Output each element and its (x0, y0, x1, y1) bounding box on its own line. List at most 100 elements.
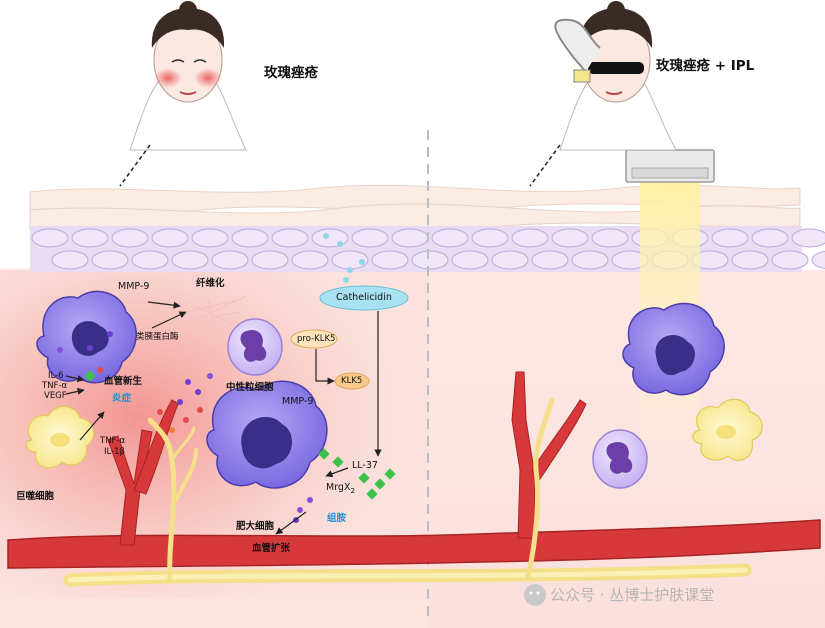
label-vegf: VEGF (44, 391, 67, 401)
title-rosacea-ipl: 玫瑰痤疮 + IPL (656, 58, 755, 74)
epidermal-cell (251, 250, 289, 270)
epidermal-cell (131, 250, 169, 270)
label-tnfa-bottom: TNF-α (100, 436, 126, 446)
epidermal-cell (471, 228, 509, 248)
granule-dot (183, 417, 189, 423)
epidermal-cell (271, 228, 309, 248)
epidermal-cell (531, 250, 569, 270)
granule-dot (297, 507, 303, 513)
label-neutrophil: 中性粒细胞 (226, 382, 274, 393)
label-tnfa-top: TNF-α (42, 381, 68, 391)
granule-dot (197, 407, 203, 413)
cathelicidin-node (319, 285, 409, 311)
granule-dot (157, 409, 163, 415)
epidermal-cell (351, 228, 389, 248)
granule-dot (359, 259, 365, 265)
granule-dot (87, 345, 93, 351)
label-mrgx2-sub: 2 (350, 486, 355, 495)
epidermal-cell (111, 228, 149, 248)
nerve-fiber (63, 397, 752, 587)
macrophage-left (25, 405, 95, 469)
label-fibrosis: 纤维化 (196, 278, 225, 289)
epidermal-cell (711, 228, 749, 248)
granule-dot (307, 497, 313, 503)
epidermal-cell (811, 250, 825, 270)
ll37-granule (332, 456, 344, 468)
ll37-granule (366, 488, 378, 500)
ll37-granule (384, 468, 396, 480)
epidermal-cell (511, 228, 549, 248)
epidermal-cell (411, 250, 449, 270)
wechat-icon (524, 584, 546, 606)
label-mrgx2: MrgX2 (326, 483, 355, 495)
epidermal-cell (771, 250, 809, 270)
klk5-node (334, 372, 370, 390)
epidermal-cell (71, 228, 109, 248)
label-collagenase: 类胰蛋白酶 (136, 332, 179, 342)
label-ll37: LL-37 (352, 460, 378, 471)
epidermal-cell (31, 228, 69, 248)
granule-dot (207, 373, 213, 379)
label-mmp9-top: MMP-9 (118, 281, 150, 292)
epidermal-cell (171, 250, 209, 270)
ll37-granule (318, 448, 330, 460)
epidermal-cell (591, 228, 629, 248)
granule-dot (343, 277, 349, 283)
label-il6: IL-6 (48, 371, 64, 381)
granule-dots (57, 233, 396, 523)
label-cathelicidin: Cathelicidin (336, 292, 392, 303)
epidermal-cell (391, 228, 429, 248)
granule-dot (97, 367, 103, 373)
pathway-arrows (65, 301, 382, 535)
face-rosacea-ipl (529, 1, 677, 187)
fibrosis-fibers (185, 295, 247, 327)
epidermal-cell (491, 250, 529, 270)
epidermal-cell (371, 250, 409, 270)
granule-dot (185, 379, 191, 385)
granule-dot (177, 399, 183, 405)
watermark-text: 公众号 · 丛博士护肤课堂 (550, 586, 715, 604)
pro-klk5-node (290, 329, 338, 349)
ll37-granule (358, 472, 370, 484)
label-angiogenesis: 血管新生 (104, 376, 143, 387)
epidermal-cell (791, 228, 825, 248)
granule-dot (195, 389, 201, 395)
label-macrophage: 巨噬细胞 (16, 491, 55, 502)
label-il1b: IL-1β (104, 447, 125, 457)
epidermal-cell (91, 250, 129, 270)
label-mrgx2-main: MrgX (326, 482, 351, 493)
epidermal-cell (291, 250, 329, 270)
label-klk5: KLK5 (341, 376, 363, 386)
epidermal-cell (451, 250, 489, 270)
epidermal-cell (51, 250, 89, 270)
granule-dot (107, 331, 113, 337)
ipl-device-head (625, 149, 715, 183)
epidermal-cell (211, 250, 249, 270)
epidermal-cell (431, 228, 469, 248)
blood-vessel (7, 371, 821, 569)
label-mmp9-mid: MMP-9 (282, 396, 314, 407)
mast-cell-center (206, 380, 328, 489)
macrophage-right (692, 398, 763, 461)
granule-dot (169, 427, 175, 433)
label-mast-cell: 肥大细胞 (236, 521, 275, 532)
granule-dot (337, 241, 343, 247)
epidermal-cell (151, 228, 189, 248)
neutrophil (227, 318, 283, 376)
mast-cell-top (36, 290, 137, 384)
title-rosacea: 玫瑰痤疮 (264, 65, 318, 81)
face-rosacea (119, 1, 247, 187)
epidermal-cell (191, 228, 229, 248)
epidermal-cell (571, 250, 609, 270)
neutrophil-right (592, 429, 648, 489)
mast-cell-right (622, 302, 725, 396)
granule-dot (347, 267, 353, 273)
label-vasodilation: 血管扩张 (252, 543, 291, 554)
label-pro-klk5: pro-KLK5 (297, 334, 336, 344)
label-histamine: 组胺 (327, 513, 347, 524)
granule-dot (57, 347, 63, 353)
epidermal-cell (751, 228, 789, 248)
granule-dot (323, 233, 329, 239)
